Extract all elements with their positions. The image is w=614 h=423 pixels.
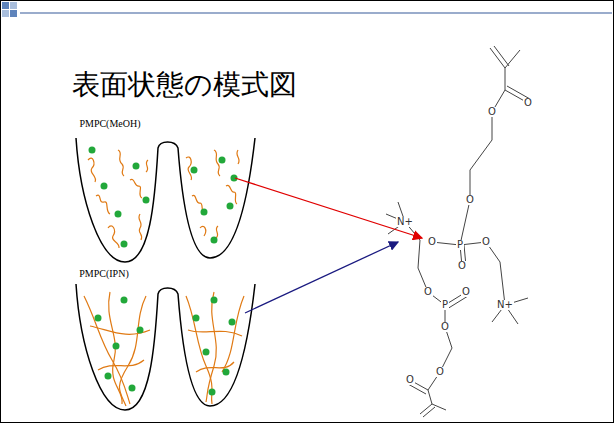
atom-label: O	[440, 322, 450, 332]
atom-label: P	[441, 300, 449, 310]
atom-label: O	[427, 237, 437, 247]
atom-label: O	[435, 367, 445, 377]
atom-label: O	[465, 195, 475, 205]
atom-label: O	[487, 107, 497, 117]
atom-label: N+	[496, 300, 514, 310]
atom-label: O	[461, 287, 471, 297]
atom-label: N+	[396, 217, 414, 227]
atom-label: O	[481, 237, 491, 247]
atom-label: O	[423, 287, 433, 297]
atom-label: O	[457, 261, 467, 271]
figure-label: PMPC(IPN)	[79, 268, 128, 279]
figure-label: PMPC(MeOH)	[79, 118, 140, 129]
atom-label: O	[405, 375, 415, 385]
slide-title: 表面状態の模式図	[72, 66, 297, 104]
atom-label: O	[523, 98, 533, 108]
atom-label: P	[456, 240, 464, 250]
